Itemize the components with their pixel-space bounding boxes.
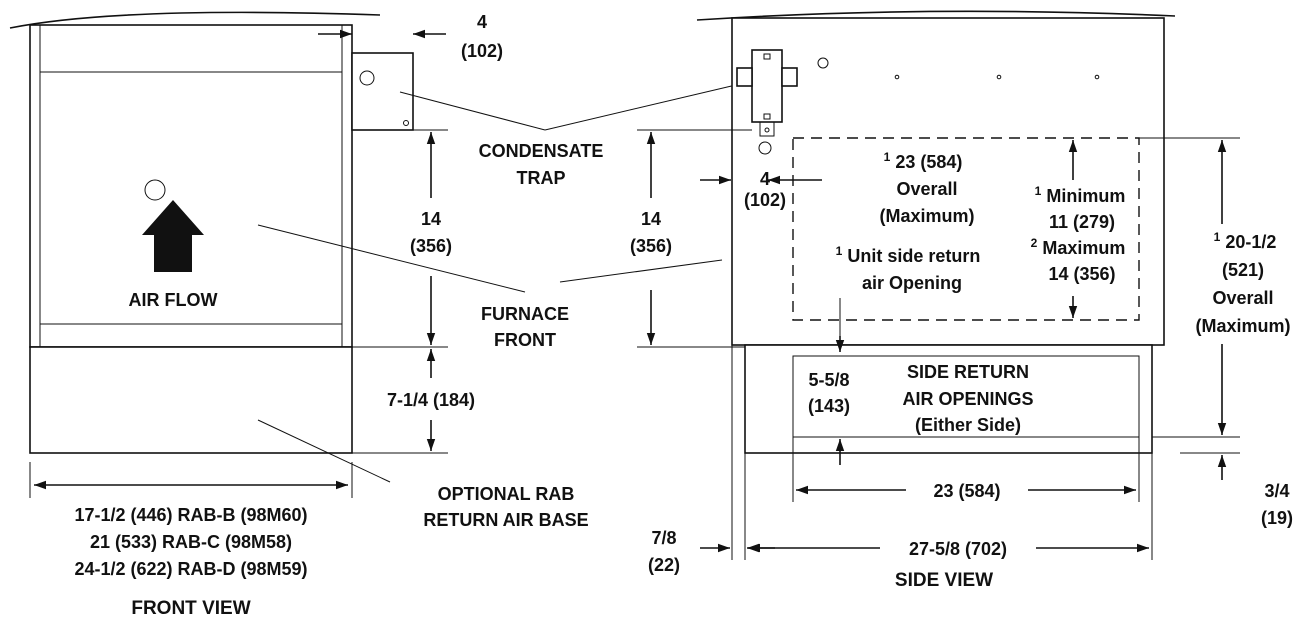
side-view-title: SIDE VIEW [895,570,993,591]
base-offset-metric: (22) [648,555,680,575]
unit-opening-minimum-value: 11 (279) [1049,212,1115,232]
base-opening-label-line-3: (Either Side) [915,415,1021,435]
side-trap-offset-metric: (102) [744,190,786,210]
front-trap-offset-value: 4 [477,12,487,32]
air-flow-label: AIR FLOW [129,290,218,310]
front-base-height: 7-1/4 (184) [387,390,475,410]
base-offset-value: 7/8 [651,528,676,548]
front-width-option-b: 17-1/2 (446) RAB-B (98M60) [74,505,307,525]
side-return-air-opening [792,355,1140,438]
base-opening-label-line-2: AIR OPENINGS [902,389,1033,409]
side-return-air-base [744,344,1153,454]
front-trap-offset-metric: (102) [461,41,503,61]
overall-height-line-3: Overall [1212,288,1273,308]
return-air-base [29,346,353,454]
side-port-circle [758,141,772,155]
front-view: AIR FLOW 4 (102) 14 (356) 7-1/4 (184) 17… [9,11,503,619]
side-trap-height-metric: (356) [630,236,672,256]
front-width-option-c: 21 (533) RAB-C (98M58) [90,532,292,552]
overall-height-line-4: (Maximum) [1195,316,1290,336]
base-opening-width: 23 (584) [933,481,1000,501]
bottom-offset-metric: (19) [1261,508,1293,528]
side-trap-offset-value: 4 [760,169,770,189]
furnace-side-panel [731,17,1165,346]
base-opening-label-line-1: SIDE RETURN [907,362,1029,382]
condensate-trap-label-line-1: CONDENSATE [479,141,604,161]
base-opening-height-metric: (143) [808,396,850,416]
front-view-title: FRONT VIEW [131,598,250,619]
front-trap-height-value: 14 [421,209,441,229]
furnace-front-label-line-2: FRONT [494,330,556,350]
condensate-trap-label-line-2: TRAP [517,168,566,188]
optional-rab-label-line-2: RETURN AIR BASE [423,510,588,530]
bottom-offset-value: 3/4 [1264,481,1289,501]
side-mount-hole [817,57,829,69]
condensate-trap-box [351,52,414,131]
base-opening-height-value: 5-5/8 [808,370,849,390]
unit-opening-width-line-3: (Maximum) [879,206,974,226]
furnace-front-label-line-1: FURNACE [481,304,569,324]
side-trap-body [751,49,783,123]
callouts: CONDENSATE TRAP FURNACE FRONT OPTIONAL R… [257,83,741,530]
unit-opening-label-line-2: air Opening [862,273,962,293]
unit-opening-width-line-2: Overall [896,179,957,199]
front-top-break-line [9,11,381,29]
unit-opening-maximum-value: 14 (356) [1048,264,1115,284]
optional-rab-label-line-1: OPTIONAL RAB [438,484,575,504]
overall-height-line-2: (521) [1222,260,1264,280]
base-depth: 27-5/8 (702) [909,539,1007,559]
front-trap-height-metric: (356) [410,236,452,256]
unit-side-return-opening-outline [792,137,1140,321]
air-flow-arrow-icon [142,200,204,272]
front-width-option-d: 24-1/2 (622) RAB-D (98M59) [74,559,307,579]
side-trap-height-value: 14 [641,209,661,229]
side-top-break-line [696,10,1176,21]
front-port-circle [144,179,166,201]
